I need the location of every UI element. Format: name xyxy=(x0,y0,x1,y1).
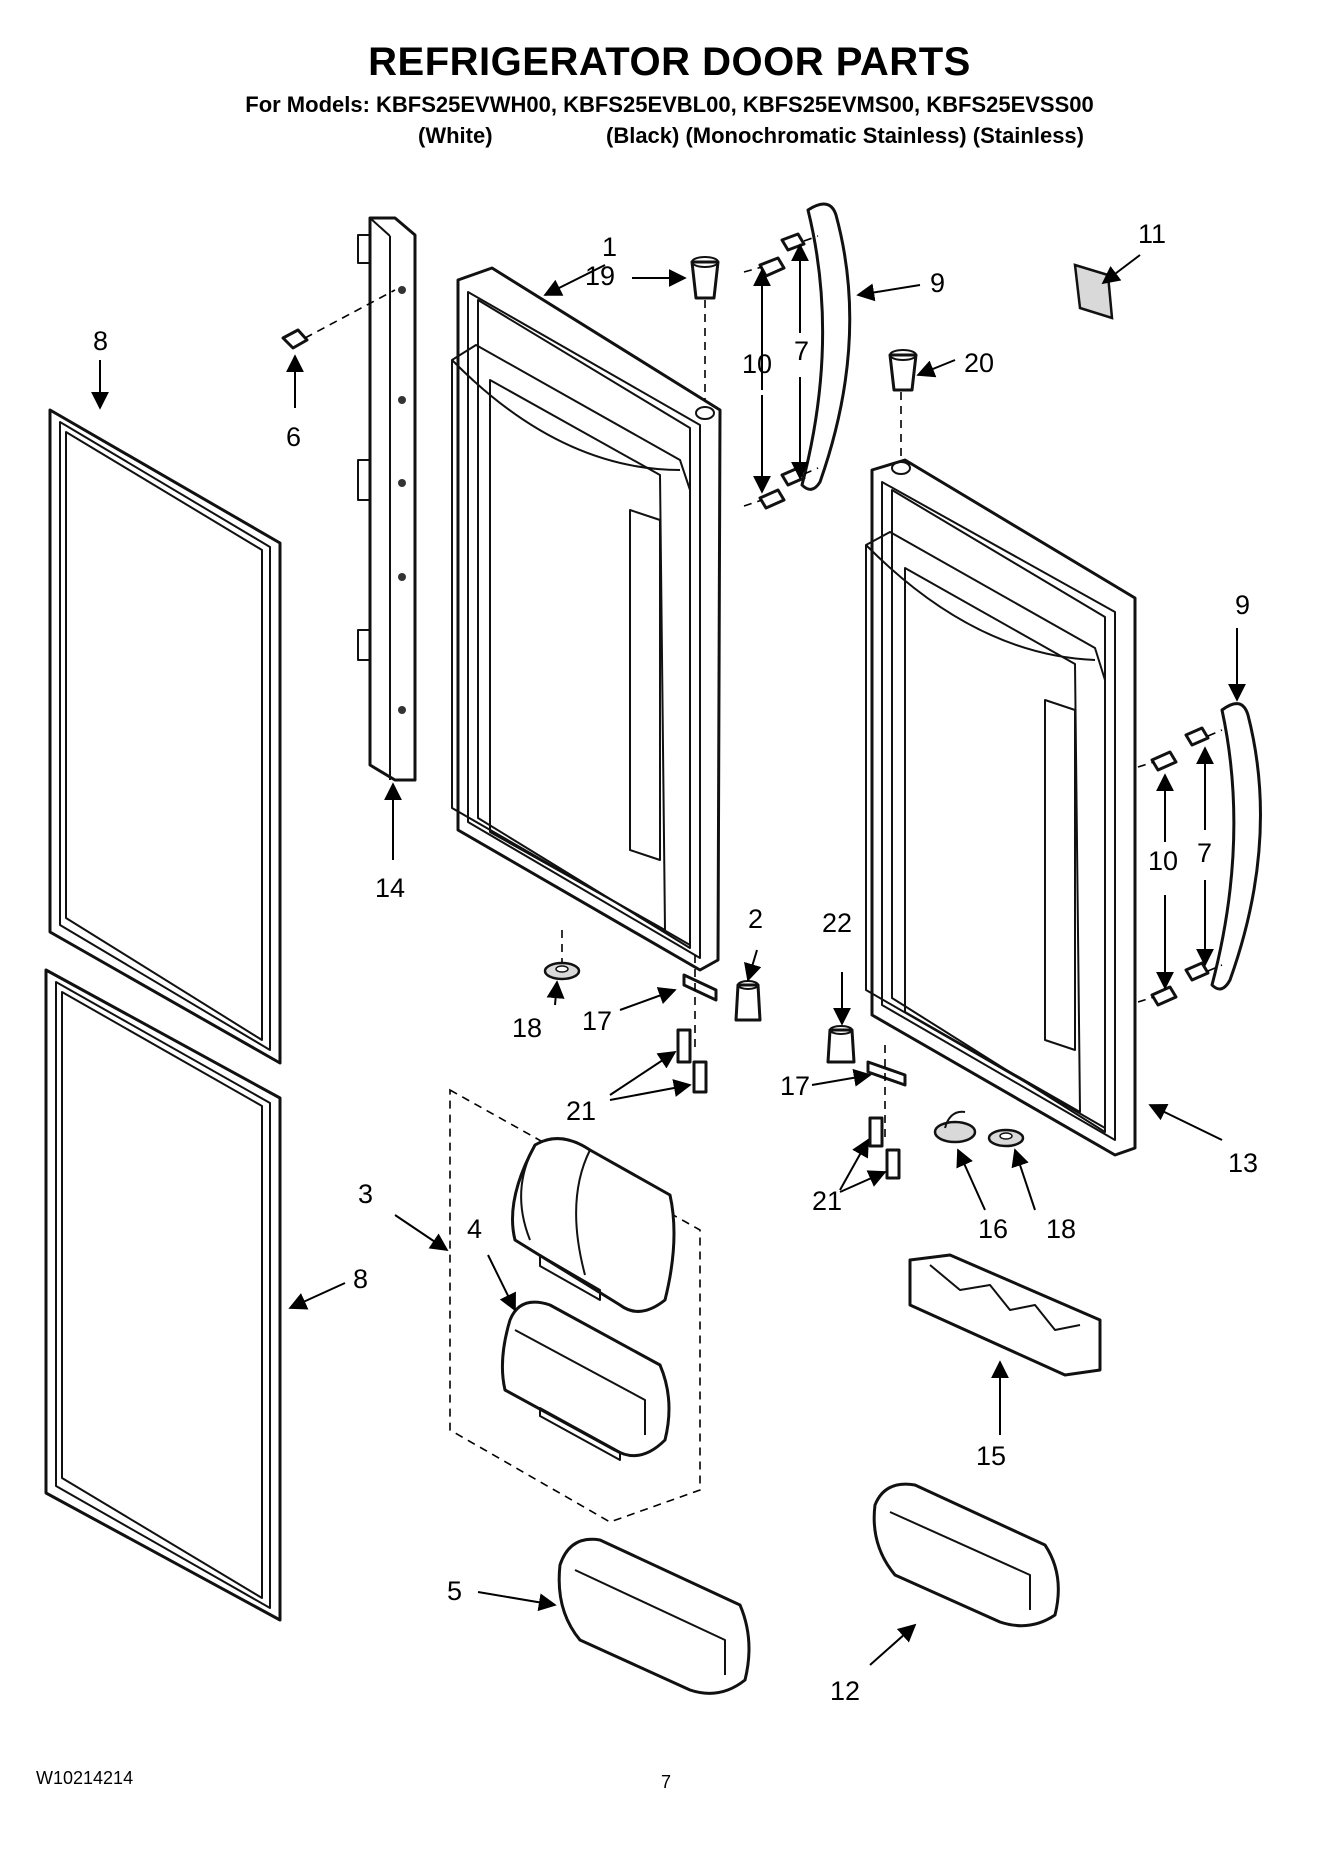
callout-7b: 7 xyxy=(1197,838,1212,868)
callout-21b: 21 xyxy=(812,1186,842,1216)
washer-part-18-upper xyxy=(543,930,581,981)
lower-door-gasket xyxy=(44,968,282,1622)
dispenser-cover-part-3 xyxy=(511,1137,676,1313)
page-title: REFRIGERATOR DOOR PARTS xyxy=(368,40,971,84)
bushing-part-19 xyxy=(690,256,720,400)
callout-10: 10 xyxy=(742,349,772,379)
screw-part-6 xyxy=(281,289,396,350)
dispenser-bin-part-4 xyxy=(500,1300,671,1461)
callout-17b: 17 xyxy=(780,1071,810,1101)
hinge-rail xyxy=(357,216,417,782)
callout-16: 16 xyxy=(978,1214,1008,1244)
egg-tray-part-15 xyxy=(908,1253,1102,1377)
lower-door-handle xyxy=(1210,702,1262,991)
page-number: 7 xyxy=(661,1772,672,1792)
callout-5: 5 xyxy=(447,1576,462,1606)
label-part-11 xyxy=(1073,263,1114,320)
lower-door xyxy=(865,458,1137,1157)
pin-part-22 xyxy=(826,1025,856,1064)
callout-11: 11 xyxy=(1138,219,1166,249)
door-bin-part-5 xyxy=(557,1537,751,1695)
callout-1: 1 xyxy=(602,232,617,262)
pin-part-2 xyxy=(734,980,762,1022)
callout-19: 19 xyxy=(585,261,615,291)
washer-part-18-lower xyxy=(987,1128,1025,1148)
document-number: W10214214 xyxy=(36,1768,134,1788)
upper-door-gasket xyxy=(48,408,282,1065)
models-line: For Models: KBFS25EVWH00, KBFS25EVBL00, … xyxy=(245,92,1094,117)
callout-14: 14 xyxy=(375,873,405,903)
callout-18: 18 xyxy=(512,1013,542,1043)
callout-9: 9 xyxy=(930,268,945,298)
handle-screws-lower xyxy=(1137,726,1223,1007)
callout-2: 2 xyxy=(748,904,763,934)
callout-21: 21 xyxy=(566,1096,596,1126)
variant-white: (White) xyxy=(418,123,493,148)
callout-13: 13 xyxy=(1228,1148,1258,1178)
callout-20: 20 xyxy=(964,348,994,378)
callout-6: 6 xyxy=(286,422,301,452)
door-bin-part-12 xyxy=(872,1482,1060,1628)
callout-18b: 18 xyxy=(1046,1214,1076,1244)
screws-part-21-upper xyxy=(676,1028,708,1094)
callout-12: 12 xyxy=(830,1676,860,1706)
callout-3: 3 xyxy=(358,1179,373,1209)
callout-4: 4 xyxy=(467,1214,482,1244)
callout-9b: 9 xyxy=(1235,590,1250,620)
bushing-part-20 xyxy=(888,349,918,458)
callout-8: 8 xyxy=(93,326,108,356)
callout-17: 17 xyxy=(582,1006,612,1036)
callout-7: 7 xyxy=(794,336,809,366)
callout-22: 22 xyxy=(822,908,852,938)
callout-10b: 10 xyxy=(1148,846,1178,876)
upper-door xyxy=(451,266,722,972)
upper-door-handle xyxy=(800,202,852,491)
callout-15: 15 xyxy=(976,1441,1006,1471)
cam-part-16 xyxy=(933,1110,977,1144)
hinge-part-17-upper xyxy=(682,955,718,1050)
callout-8b: 8 xyxy=(353,1264,368,1294)
screws-part-21-lower xyxy=(868,1116,901,1180)
variant-others: (Black) (Monochromatic Stainless) (Stain… xyxy=(606,123,1084,148)
hinge-part-17-lower xyxy=(866,1045,907,1140)
